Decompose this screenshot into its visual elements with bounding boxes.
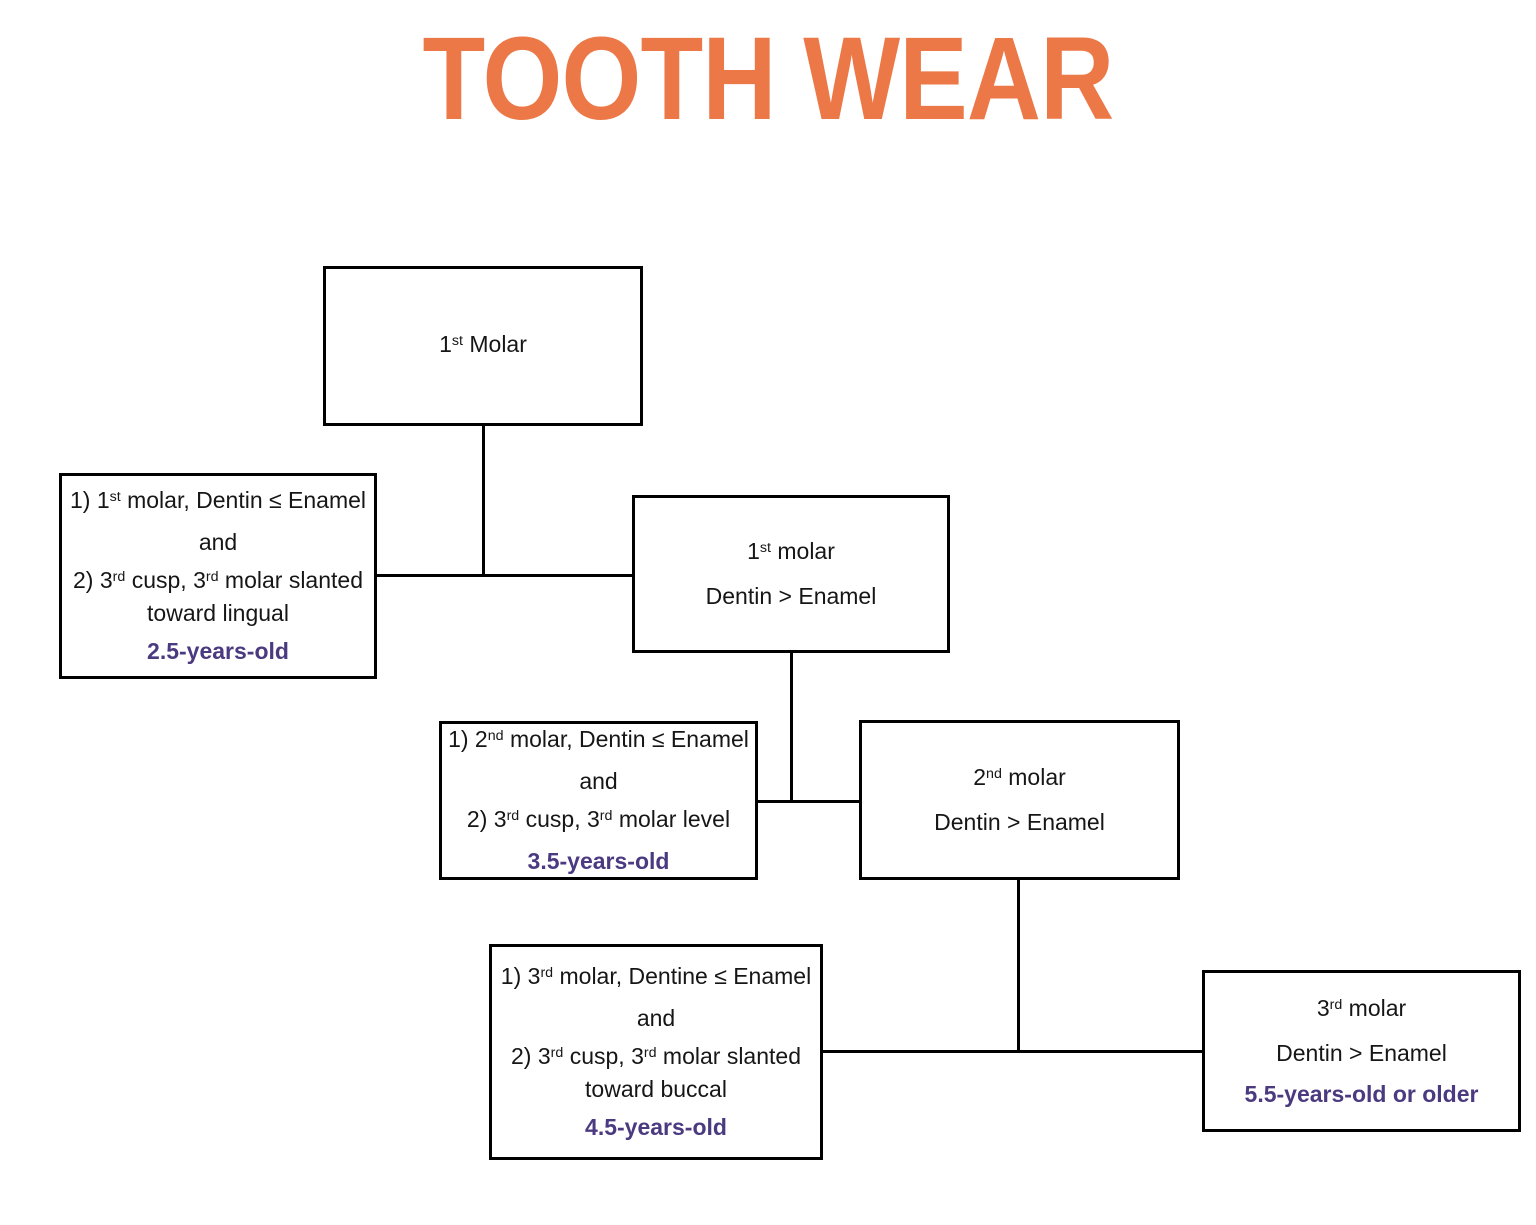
molar2-worn-condition: Dentin > Enamel (934, 809, 1105, 835)
criteria1-condition-2: 2) 3rd cusp, 3rd molar slanted toward li… (73, 567, 363, 626)
node-first-molar-dentin-gt-enamel: 1st molar Dentin > Enamel (632, 495, 950, 653)
node-second-molar-dentin-gt-enamel: 2nd molar Dentin > Enamel (859, 720, 1180, 880)
node-criteria-3-5-years: 1) 2nd molar, Dentin ≤ Enamel and 2) 3rd… (439, 721, 758, 880)
node-criteria-2-5-years: 1) 1st molar, Dentin ≤ Enamel and 2) 3rd… (59, 473, 377, 679)
criteria3-and: and (636, 1005, 676, 1031)
molar3-worn-label: 3rd molar (1316, 994, 1407, 1021)
criteria2-and: and (579, 768, 618, 794)
node-first-molar: 1st Molar (323, 266, 643, 426)
criteria3-condition-2: 2) 3rd cusp, 3rd molar slanted toward bu… (511, 1043, 801, 1102)
criteria3-condition-1: 1) 3rd molar, Dentine ≤ Enamel (500, 963, 812, 989)
connector-criteria3-to-molar3worn (821, 1050, 1202, 1053)
molar3-worn-condition: Dentin > Enamel (1276, 1039, 1447, 1066)
molar3-worn-age-label: 5.5-years-old or older (1244, 1080, 1479, 1107)
connector-criteria1-to-molar1worn (377, 574, 632, 577)
criteria1-condition-1: 1) 1st molar, Dentin ≤ Enamel (69, 487, 367, 513)
connector-criteria2-to-molar2worn (756, 800, 859, 803)
node-third-molar-dentin-gt-enamel: 3rd molar Dentin > Enamel 5.5-years-old … (1202, 970, 1521, 1132)
connector-molar1-down (482, 424, 485, 577)
node-criteria-4-5-years: 1) 3rd molar, Dentine ≤ Enamel and 2) 3r… (489, 944, 823, 1160)
molar1-worn-condition: Dentin > Enamel (705, 583, 877, 609)
criteria2-condition-1: 1) 2nd molar, Dentin ≤ Enamel (448, 726, 749, 752)
criteria1-age-label: 2.5-years-old (147, 638, 289, 664)
molar2-worn-label: 2nd molar (973, 764, 1066, 790)
criteria2-age-label: 3.5-years-old (527, 848, 670, 874)
connector-molar1worn-down (790, 651, 793, 803)
criteria2-condition-2: 2) 3rd cusp, 3rd molar level (466, 806, 731, 832)
node-first-molar-label: 1st Molar (439, 330, 527, 357)
criteria1-and: and (198, 529, 238, 555)
criteria3-age-label: 4.5-years-old (585, 1114, 727, 1140)
page-title: TOOTH WEAR (422, 13, 1115, 145)
molar1-worn-label: 1st molar (747, 538, 835, 564)
connector-molar2worn-down (1017, 878, 1020, 1053)
